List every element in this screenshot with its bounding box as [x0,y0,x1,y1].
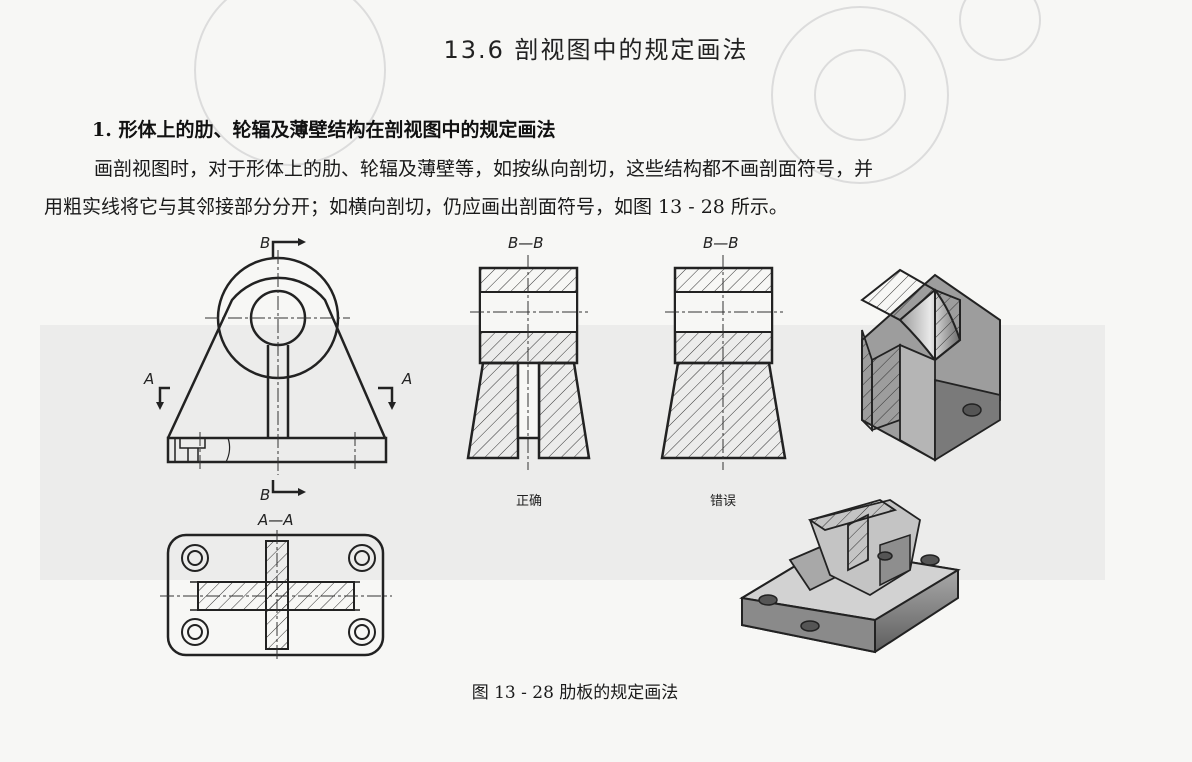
section-wrong-title: B—B [703,234,739,252]
isometric-section-view [860,268,1001,462]
section-wrong: B—B 错误 [660,234,787,509]
paragraph-line-2: 用粗实线将它与其邻接部分分开；如横向剖切，仍应画出剖面符号，如图 13 - 28… [44,196,788,218]
figure-caption: 图 13 - 28 肋板的规定画法 [471,683,679,703]
body-paragraph: 画剖视图时，对于形体上的肋、轮辐及薄壁等，如按纵向剖切，这些结构都不画剖面符号，… [44,150,1114,226]
label-b-top: B [260,234,270,252]
section-correct: B—B 正确 [466,234,591,509]
section-arrows-front [156,238,396,496]
front-view [166,256,388,464]
subsection-heading: 1. 形体上的肋、轮辐及薄壁结构在剖视图中的规定画法 [92,119,556,141]
section-correct-title: B—B [508,234,544,252]
label-a-left: A [143,370,154,388]
label-a-right: A [401,370,412,388]
label-b-bottom: B [260,486,270,504]
top-section-title: A—A [257,511,294,529]
section-title: 13.6 剖视图中的规定画法 [443,36,749,64]
isometric-solid-view [739,499,961,654]
section-markers-front [158,240,394,494]
label-wrong: 错误 [710,494,736,509]
label-correct: 正确 [516,494,542,509]
top-section-a-a: A—A [160,511,392,662]
paragraph-line-1: 画剖视图时，对于形体上的肋、轮辐及薄壁等，如按纵向剖切，这些结构都不画剖面符号，… [94,158,874,180]
